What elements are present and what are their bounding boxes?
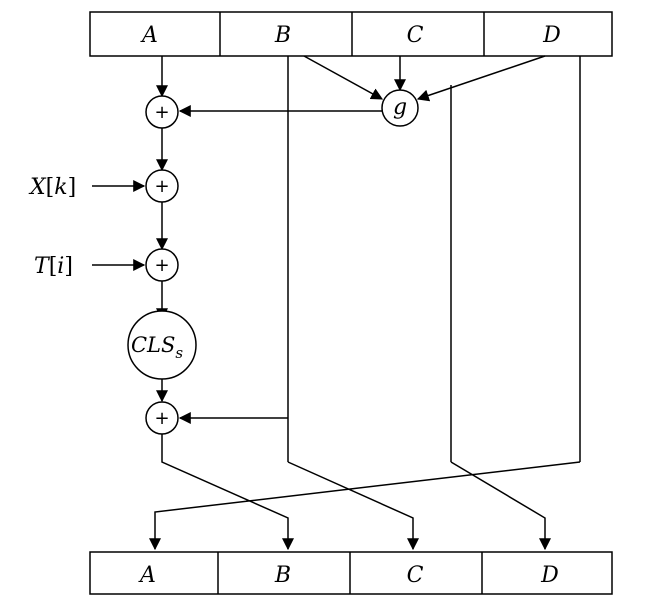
input-x-label: X[k]	[28, 175, 76, 200]
input-x-open: [	[46, 175, 55, 200]
arrow-b-to-g	[303, 55, 384, 100]
adder-1-symbol: +	[154, 102, 169, 123]
adder-2-symbol: +	[154, 176, 169, 197]
cls-subscript: s	[175, 344, 183, 362]
bottom-cell-c: C	[407, 563, 424, 588]
bottom-cell-a: A	[138, 563, 156, 588]
top-cell-c: C	[407, 23, 424, 48]
input-x-base: X	[28, 175, 47, 200]
cls-base: CLS	[131, 333, 175, 357]
cls-node: CLSs	[127, 310, 197, 380]
bottom-cell-b: B	[274, 563, 291, 588]
input-x-close: ]	[68, 175, 77, 200]
adder-4: +	[145, 401, 179, 435]
arrow-result-to-b	[161, 434, 294, 551]
arrow-d-to-g	[416, 55, 546, 102]
adder-3: +	[145, 248, 179, 282]
bottom-register: A B C D	[89, 551, 613, 595]
top-register: A B C D	[89, 11, 613, 57]
adder-2: +	[145, 169, 179, 203]
top-cell-d: D	[542, 23, 561, 48]
cls-label: CLSs	[131, 333, 183, 362]
arrow-b-to-c	[287, 461, 419, 551]
arrow-d-to-a	[149, 461, 581, 551]
input-t-close: ]	[64, 254, 73, 279]
g-function-node: g	[381, 89, 419, 127]
bottom-register-frame	[89, 551, 613, 595]
adder-4-symbol: +	[154, 408, 169, 429]
adder-1: +	[145, 95, 179, 129]
top-register-frame	[89, 11, 613, 57]
input-t-index: i	[57, 254, 64, 279]
input-t-label: T[i]	[34, 254, 73, 279]
top-cell-b: B	[274, 23, 291, 48]
bottom-cell-d: D	[540, 563, 559, 588]
g-function-label: g	[393, 95, 407, 120]
adder-3-symbol: +	[154, 255, 169, 276]
arrow-c-to-d	[450, 461, 551, 551]
top-cell-a: A	[140, 23, 158, 48]
input-t-base: T	[34, 254, 51, 279]
input-t-open: [	[49, 254, 58, 279]
input-x-index: k	[54, 175, 67, 200]
